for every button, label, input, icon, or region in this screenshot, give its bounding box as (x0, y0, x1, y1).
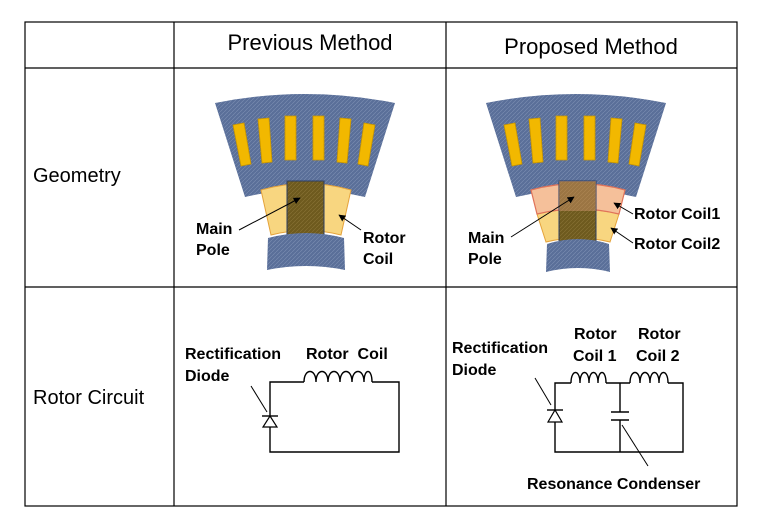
label-main-pole-line2: Pole (468, 251, 502, 268)
rotor-core (546, 239, 610, 272)
proposed-circuit (534, 371, 684, 467)
rectification-diode-symbol (546, 408, 564, 423)
rotor-core (267, 233, 345, 270)
rectification-diode-symbol (261, 414, 279, 428)
label-rotor-coil2: Rotor Coil2 (634, 236, 720, 253)
circuit-wire (554, 382, 571, 410)
previous-circuit (250, 370, 400, 453)
proposed-geometry (486, 94, 666, 272)
row-label-rotor-circuit: Rotor Circuit (33, 387, 145, 409)
rotor-coil1-inductor (570, 371, 607, 384)
rotor-coil2-inductor (629, 371, 669, 384)
header-previous-method: Previous Method (227, 30, 392, 55)
circuit-wire (269, 381, 400, 453)
label-rectification-line2: Diode (185, 368, 230, 385)
label-rectification-line1: Rectification (185, 346, 281, 363)
label-rectification-line2: Diode (452, 362, 497, 379)
stator-slots (232, 115, 376, 167)
label-main-pole-line2: Pole (196, 242, 230, 259)
label-rotor-coil1-line1: Rotor (574, 326, 617, 343)
label-rotor-coil2-line1: Rotor (638, 326, 681, 343)
table-grid (24, 21, 738, 507)
label-resonance-condenser: Resonance Condenser (527, 476, 700, 493)
circuit-wire (554, 382, 684, 453)
header-proposed-method: Proposed Method (504, 34, 678, 59)
rotor-coil-inductor (303, 370, 373, 383)
stator-slots (503, 115, 647, 167)
previous-geometry (215, 94, 395, 270)
label-rotor-coil1-line2: Coil 1 (573, 348, 617, 365)
label-rotor-coil: Rotor Coil (306, 346, 388, 363)
label-rotor-coil-line1: Rotor (363, 230, 406, 247)
label-rotor-coil1: Rotor Coil1 (634, 206, 720, 223)
row-label-geometry: Geometry (33, 165, 121, 187)
label-rotor-coil2-line2: Coil 2 (636, 348, 680, 365)
label-main-pole-line1: Main (196, 221, 232, 238)
resonance-condenser-symbol (611, 411, 629, 421)
label-rotor-coil-line2: Coil (363, 251, 393, 268)
main-pole (558, 180, 597, 244)
label-main-pole-line1: Main (468, 230, 504, 247)
label-rectification-line1: Rectification (452, 340, 548, 357)
main-pole (286, 180, 325, 237)
circuit-wire (269, 381, 304, 416)
